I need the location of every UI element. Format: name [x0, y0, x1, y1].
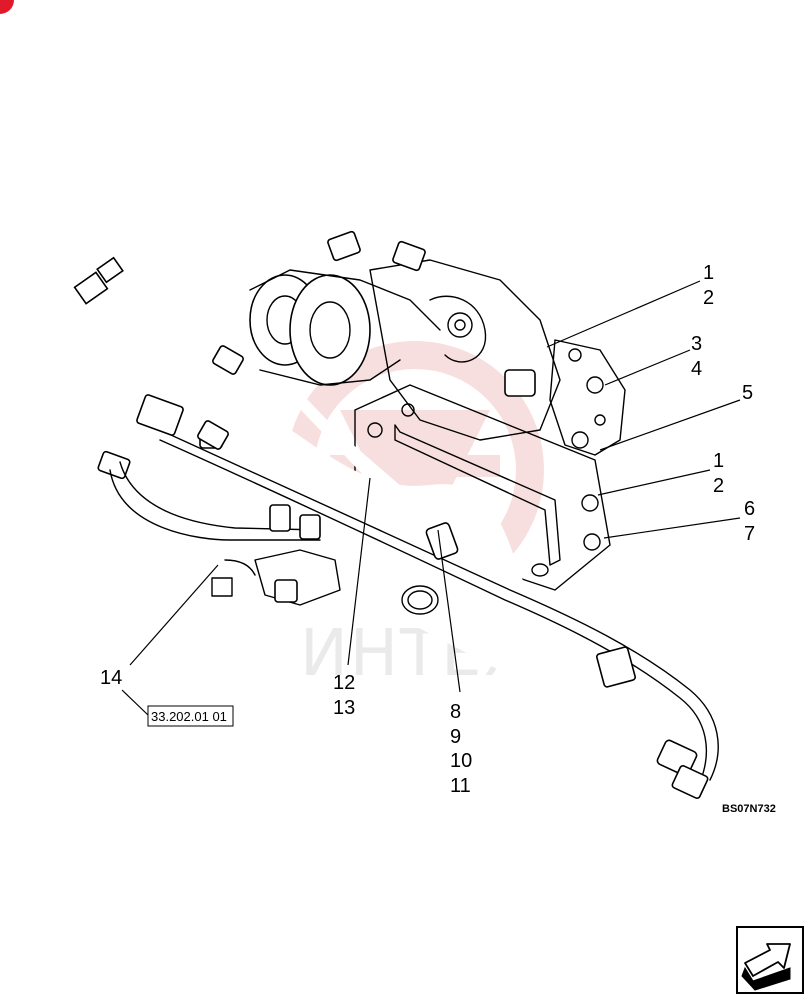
drawing-code: BS07N732: [722, 803, 776, 815]
callout-9: 9: [450, 726, 461, 748]
corner-mark-icon: [0, 0, 14, 14]
callout-12: 12: [333, 672, 355, 694]
reference-link[interactable]: 33.202.01 01: [147, 705, 234, 727]
callout-10: 10: [450, 750, 472, 772]
callout-8: 8: [450, 701, 461, 723]
reference-box-label[interactable]: 33.202.01 01: [151, 709, 227, 724]
pump-body-left: [249, 269, 441, 386]
callout-1-lower: 1: [713, 450, 724, 472]
next-page-arrow-icon: [741, 943, 791, 991]
valve-block: [549, 339, 626, 456]
next-page-button[interactable]: [736, 926, 804, 994]
callout-14: 14: [100, 667, 122, 689]
callout-2: 2: [703, 287, 714, 309]
leader-lines: [121, 280, 741, 716]
callout-13: 13: [333, 697, 355, 719]
callout-1: 1: [703, 262, 714, 284]
callout-7: 7: [744, 523, 755, 545]
hose-end-fitting: [73, 256, 124, 305]
assembly-drawing: [55, 180, 719, 800]
callout-5: 5: [742, 382, 753, 404]
callout-6: 6: [744, 498, 755, 520]
lower-valve-cluster: [211, 504, 341, 606]
callouts: 1 2 3 4 5 1 2 6 7 14 12 13 8 9 10 11: [100, 262, 755, 797]
callout-11: 11: [450, 775, 471, 797]
right-end-fitting: [596, 646, 709, 800]
tube-clamp: [401, 522, 459, 615]
callout-3: 3: [691, 333, 702, 355]
callout-4: 4: [691, 358, 702, 380]
callout-2-lower: 2: [713, 475, 724, 497]
